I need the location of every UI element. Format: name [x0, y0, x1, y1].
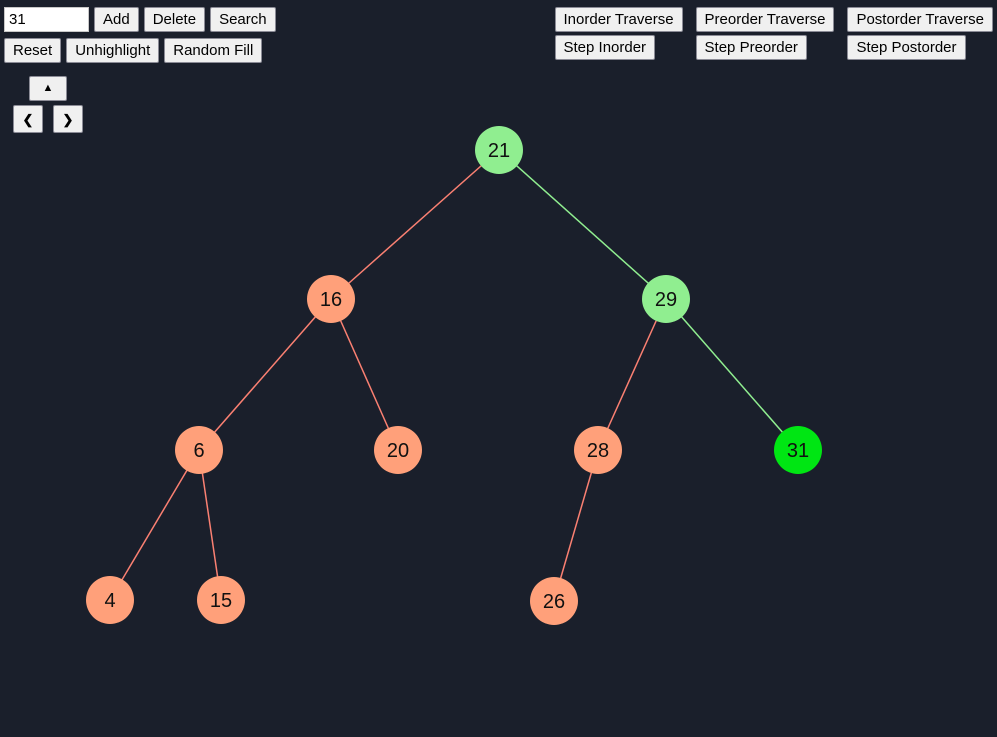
- tree-node-29: 29: [642, 275, 690, 323]
- pan-right-button[interactable]: ❯: [53, 105, 83, 133]
- tree-node-15: 15: [197, 576, 245, 624]
- tree-edge-6-4: [109, 449, 200, 601]
- step-postorder-button[interactable]: Step Postorder: [847, 35, 966, 60]
- tree-node-6: 6: [175, 426, 223, 474]
- tree-node-circle: [642, 275, 690, 323]
- tree-node-circle: [86, 576, 134, 624]
- delete-button[interactable]: Delete: [143, 7, 206, 32]
- tree-node-value: 20: [387, 440, 409, 462]
- tree-node-value: 29: [655, 289, 677, 311]
- postorder-traverse-button[interactable]: Postorder Traverse: [847, 7, 993, 32]
- tree-node-20: 20: [374, 426, 422, 474]
- tree-node-circle: [574, 426, 622, 474]
- tree-node-16: 16: [307, 275, 355, 323]
- left-arrow-icon: ❮: [22, 111, 34, 127]
- search-button[interactable]: Search: [210, 7, 276, 32]
- pan-controls: ▲ ❮ ❯: [13, 76, 83, 133]
- tree-edge-28-26: [553, 449, 599, 602]
- tree-edge-29-28: [597, 298, 667, 451]
- tree-node-value: 15: [210, 590, 232, 612]
- reset-button[interactable]: Reset: [4, 38, 62, 63]
- right-arrow-icon: ❯: [62, 111, 74, 127]
- toolbar: Add Delete Search Reset Unhighlight Rand…: [4, 7, 993, 63]
- tree-node-value: 21: [488, 140, 510, 162]
- tree-node-circle: [197, 576, 245, 624]
- tree-node-value: 4: [104, 590, 115, 612]
- tree-edge-21-29: [498, 149, 667, 300]
- value-input[interactable]: [4, 7, 89, 32]
- tree-node-value: 6: [193, 440, 204, 462]
- tree-node-31: 31: [774, 426, 822, 474]
- tree-edge-21-16: [330, 149, 500, 300]
- tree-node-4: 4: [86, 576, 134, 624]
- tree-node-value: 26: [543, 591, 565, 613]
- tree-node-circle: [475, 126, 523, 174]
- toolbar-left-row1: Add Delete Search: [4, 7, 276, 32]
- tree-node-value: 16: [320, 289, 342, 311]
- tree-node-26: 26: [530, 577, 578, 625]
- up-arrow-icon: ▲: [42, 82, 54, 94]
- tree-edge-16-20: [330, 298, 399, 451]
- tree-node-circle: [374, 426, 422, 474]
- step-inorder-button[interactable]: Step Inorder: [554, 35, 656, 60]
- tree-node-circle: [175, 426, 223, 474]
- preorder-traverse-button[interactable]: Preorder Traverse: [695, 7, 835, 32]
- pan-left-button[interactable]: ❮: [13, 105, 43, 133]
- toolbar-left: Add Delete Search Reset Unhighlight Rand…: [4, 7, 276, 63]
- tree-edge-29-31: [665, 298, 799, 451]
- pan-lr-row: ❮ ❯: [13, 105, 83, 133]
- pan-up-button[interactable]: ▲: [29, 76, 67, 101]
- tree-node-28: 28: [574, 426, 622, 474]
- tree-node-circle: [774, 426, 822, 474]
- tree-node-circle: [530, 577, 578, 625]
- tree-node-value: 28: [587, 440, 609, 462]
- tree-node-value: 31: [787, 440, 809, 462]
- inorder-traverse-button[interactable]: Inorder Traverse: [554, 7, 683, 32]
- add-button[interactable]: Add: [94, 7, 139, 32]
- unhighlight-button[interactable]: Unhighlight: [66, 38, 160, 63]
- pan-up-row: ▲: [13, 76, 83, 101]
- tree-edge-6-15: [198, 449, 222, 601]
- tree-node-21: 21: [475, 126, 523, 174]
- step-preorder-button[interactable]: Step Preorder: [695, 35, 807, 60]
- toolbar-right: Inorder Traverse Preorder Traverse Posto…: [554, 7, 993, 60]
- random-fill-button[interactable]: Random Fill: [164, 38, 263, 63]
- tree-edge-16-6: [198, 298, 332, 451]
- toolbar-left-row2: Reset Unhighlight Random Fill: [4, 38, 263, 63]
- tree-node-circle: [307, 275, 355, 323]
